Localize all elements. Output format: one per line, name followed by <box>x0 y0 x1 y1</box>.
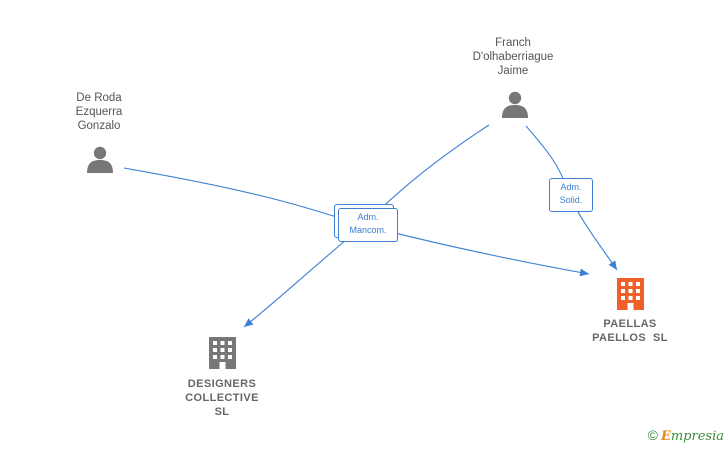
company-name-line: COLLECTIVE <box>185 392 259 404</box>
copyright-symbol: © <box>647 427 658 443</box>
building-icon[interactable] <box>617 278 644 310</box>
person-name-line: Gonzalo <box>77 120 121 132</box>
person-name-line: D'olhaberriague <box>472 51 554 63</box>
company-name-line: SL <box>214 406 230 418</box>
company-name-line: DESIGNERS <box>187 378 257 390</box>
edge-label-line: Mancom. <box>349 225 387 235</box>
empresia-watermark: ©Empresia <box>648 427 724 444</box>
company-name-line: PAELLOS SL <box>592 332 668 344</box>
building-icon[interactable] <box>209 337 236 369</box>
company-name-line: PAELLAS <box>603 318 657 330</box>
edge-label-line: Adm. <box>560 182 582 192</box>
person-name-line: Jaime <box>497 65 529 77</box>
person-icon[interactable] <box>87 146 113 173</box>
edge-label-adm-mancom[interactable]: Adm. Mancom. <box>338 208 398 242</box>
person-name-line: Franch <box>495 37 531 49</box>
person-name-line: Ezquerra <box>75 106 123 118</box>
company-label-paellas[interactable]: PAELLAS PAELLOS SL <box>579 317 681 345</box>
person-icon[interactable] <box>502 91 528 118</box>
edge-label-line: Adm. <box>357 212 379 222</box>
person-name-line: De Roda <box>76 92 122 104</box>
edge-label-adm-solid[interactable]: Adm. Solid. <box>549 178 593 212</box>
person-label-franch[interactable]: Franch D'olhaberriague Jaime <box>457 36 569 78</box>
edge-label-line: Solid. <box>559 195 583 205</box>
person-label-de-roda[interactable]: De Roda Ezquerra Gonzalo <box>60 91 138 133</box>
brand-name: mpresia <box>670 429 724 444</box>
brand-initial: E <box>660 429 671 444</box>
company-label-designers[interactable]: DESIGNERS COLLECTIVE SL <box>172 377 272 419</box>
